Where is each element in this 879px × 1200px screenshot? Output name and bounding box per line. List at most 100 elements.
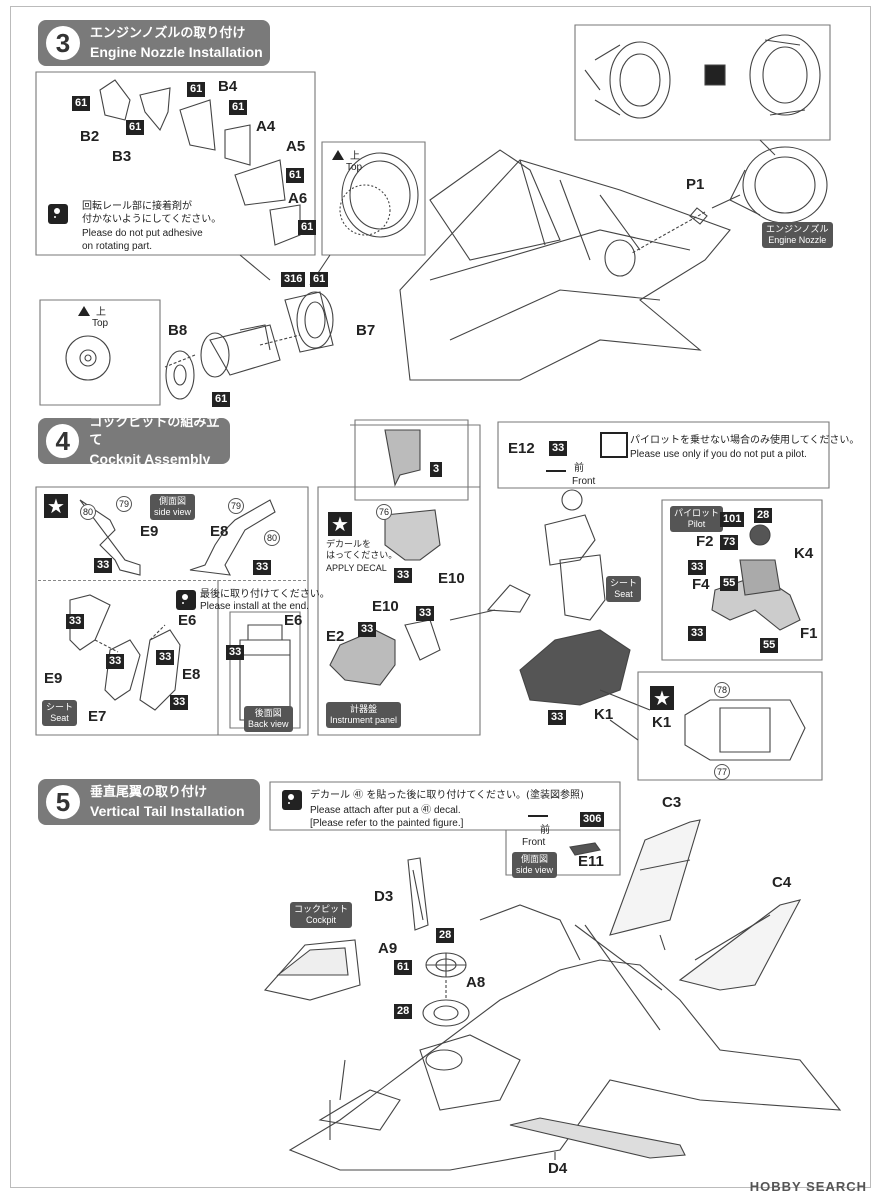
paint-33-d: 33: [106, 654, 125, 669]
paint-61-c: 61: [187, 82, 206, 97]
decal-79-a: 79: [116, 496, 132, 512]
arrow-up-icon-2: [78, 306, 90, 316]
install-end-icon: [176, 590, 196, 610]
step-5-title-en: Vertical Tail Installation: [90, 803, 245, 819]
part-f1: F1: [800, 625, 818, 642]
paint-316: 316: [281, 272, 306, 287]
paint-28-b: 28: [436, 928, 455, 943]
part-b8: B8: [168, 322, 188, 339]
glue-icon: [48, 204, 68, 224]
step-4-title-jp: コックピットの組み立て: [89, 415, 220, 448]
step-5-number: 5: [46, 785, 80, 819]
part-b7: B7: [356, 322, 376, 339]
part-e6-b: E6: [284, 612, 303, 629]
decal-77: 77: [714, 764, 730, 780]
paint-33-k: 33: [549, 441, 568, 456]
paint-61-i: 61: [394, 960, 413, 975]
part-e10-a: E10: [438, 570, 465, 587]
step-3-title-en: Engine Nozzle Installation: [90, 44, 263, 60]
step-3-number: 3: [46, 26, 80, 60]
paint-306: 306: [580, 812, 605, 827]
part-f4: F4: [692, 576, 710, 593]
paint-33-f: 33: [170, 695, 189, 710]
seat-jp-a: シート: [46, 702, 74, 712]
part-e9: E9: [44, 670, 63, 687]
pilot-jp: パイロット: [674, 508, 720, 518]
cockpit-jp: コックピット: [294, 904, 349, 914]
front-arrow-icon: [546, 470, 566, 472]
paint-61-h: 61: [212, 392, 231, 407]
part-b4: B4: [218, 78, 238, 95]
part-f2: F2: [696, 533, 714, 550]
paint-33-j: 33: [358, 622, 377, 637]
paint-3: 3: [430, 462, 443, 477]
back-view-badge: 後面図 Back view: [244, 706, 293, 732]
paint-33-m: 33: [688, 560, 707, 575]
front-en-a: Front: [572, 476, 596, 487]
part-e2: E2: [326, 628, 345, 645]
back-view-en: Back view: [248, 719, 289, 729]
paint-73: 73: [720, 535, 739, 550]
engine-nozzle-badge: エンジンノズル Engine Nozzle: [762, 222, 833, 248]
decal-80-a: 80: [80, 504, 96, 520]
part-b3: B3: [112, 148, 132, 165]
front-jp-b: 前: [540, 825, 550, 836]
part-k4: K4: [794, 545, 814, 562]
page-frame: [10, 6, 871, 1188]
paint-28-c: 28: [394, 1004, 413, 1019]
part-b2: B2: [80, 128, 100, 145]
top-label-en-2: Top: [92, 318, 109, 329]
front-arrow-icon-2: [528, 815, 548, 817]
decal-80-b: 80: [264, 530, 280, 546]
glue-note-en: Please do not put adhesive on rotating p…: [82, 228, 203, 252]
pilot-note-jp: パイロットを乗せない場合のみ使用してください。: [630, 435, 860, 446]
swap-arrow-icon: [600, 432, 628, 458]
paint-33-a: 33: [94, 558, 113, 573]
pilot-note-en: Please use only if you do not put a pilo…: [630, 449, 807, 460]
paint-61-a: 61: [72, 96, 91, 111]
paint-33-l: 33: [548, 710, 567, 725]
apply-decal-en: APPLY DECAL: [326, 563, 387, 573]
front-en-b: Front: [522, 837, 546, 848]
part-a5: A5: [286, 138, 306, 155]
part-e10-b: E10: [372, 598, 399, 615]
arrow-up-icon: [332, 150, 344, 160]
pilot-en: Pilot: [687, 519, 706, 529]
part-e8-side: E8: [210, 523, 229, 540]
seat-en-b: Seat: [614, 589, 633, 599]
paint-61-e: 61: [286, 168, 305, 183]
step5-note-jp: デカール ㊶ を貼った後に取り付けてください。(塗装図参照): [310, 790, 584, 801]
part-k1: K1: [594, 706, 614, 723]
paint-55-a: 55: [720, 576, 739, 591]
install-end-jp: 最後に取り付けてください。: [200, 589, 330, 600]
glue-note-jp: 回転レール部に接着剤が 付かないようにしてください。: [82, 201, 222, 225]
seat-badge-a: シート Seat: [42, 700, 78, 726]
paint-33-i: 33: [416, 606, 435, 621]
part-e12: E12: [508, 440, 535, 457]
side-view-jp-b: 側面図: [521, 854, 549, 864]
star-icon: ★: [44, 494, 68, 518]
paint-61-b: 61: [126, 120, 145, 135]
part-e8: E8: [182, 666, 201, 683]
paint-61-d: 61: [229, 100, 248, 115]
cockpit-en: Cockpit: [306, 915, 337, 925]
decal-first-icon: [282, 790, 302, 810]
paint-33-b: 33: [253, 560, 272, 575]
front-jp-a: 前: [574, 463, 584, 474]
back-view-jp: 後面図: [254, 708, 282, 718]
part-e11: E11: [578, 853, 604, 870]
side-view-badge-a: 側面図 side view: [150, 494, 196, 520]
part-c3: C3: [662, 794, 682, 811]
side-view-jp-a: 側面図: [159, 496, 187, 506]
seat-badge-b: シート Seat: [606, 576, 642, 602]
paint-33-h: 33: [394, 568, 413, 583]
part-a9: A9: [378, 940, 398, 957]
part-p1: P1: [686, 176, 705, 193]
step-4-header: 4 コックピットの組み立て Cockpit Assembly: [38, 415, 230, 467]
top-label-en: Top: [346, 162, 363, 173]
decal-79-b: 79: [228, 498, 244, 514]
paint-55-b: 55: [760, 638, 779, 653]
paint-28: 28: [754, 508, 773, 523]
engine-nozzle-jp: エンジンノズル: [766, 224, 829, 234]
